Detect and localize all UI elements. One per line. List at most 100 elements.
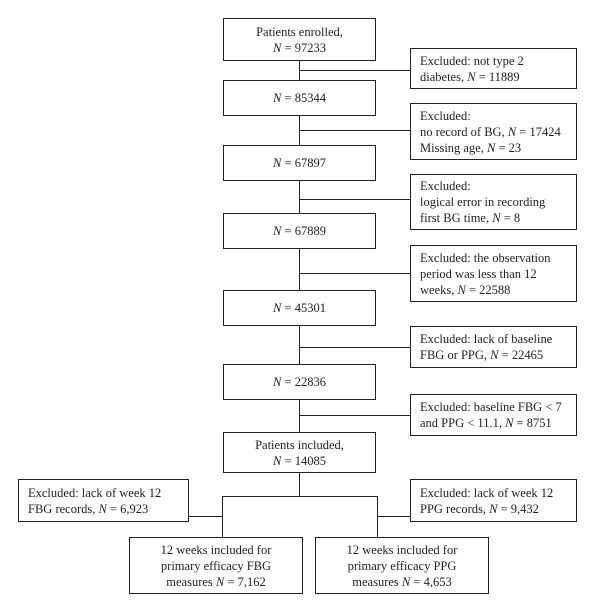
- box-text: = 6,923: [106, 501, 149, 516]
- box-text: = 9,432: [497, 501, 539, 516]
- box-text: = 67897: [281, 156, 326, 170]
- box-text: period was less than 12: [420, 266, 537, 281]
- count-symbol: N: [273, 91, 282, 105]
- box-text: = 14085: [281, 453, 326, 468]
- count-symbol: N: [492, 211, 501, 225]
- box-text: measures: [352, 574, 402, 589]
- box-text: = 8751: [513, 416, 552, 430]
- box-text-line: N = 97233: [273, 40, 326, 56]
- count-symbol: N: [457, 282, 466, 297]
- box-text: 12 weeks included for: [346, 542, 458, 557]
- box-text: FBG or PPG,: [420, 348, 491, 362]
- box-text: Excluded: lack of week 12: [420, 485, 554, 500]
- box-text-line: primary efficacy FBG: [161, 558, 271, 574]
- count-symbol: N: [273, 156, 282, 170]
- box-text-line: Excluded: baseline FBG < 7: [420, 399, 562, 415]
- box-text: = 8: [500, 211, 521, 225]
- box-text-line: N = 45301: [273, 300, 326, 316]
- box-text-line: N = 67897: [273, 155, 326, 171]
- box-text-line: and PPG < 11.1, N = 8751: [420, 415, 552, 431]
- box-text: Excluded: not type 2: [420, 53, 524, 68]
- box-text-line: Excluded:: [420, 178, 471, 194]
- count-symbol: N: [98, 501, 107, 516]
- count-symbol: N: [273, 301, 282, 315]
- box-text-line: Excluded:: [420, 108, 471, 124]
- box-text: = 17424: [516, 124, 561, 139]
- count-symbol: N: [273, 40, 282, 55]
- box-text-line: diabetes, N = 11889: [420, 69, 520, 85]
- box-text-line: PPG records, N = 9,432: [420, 501, 539, 517]
- count-symbol: N: [507, 124, 517, 139]
- box-text-line: logical error in recording: [420, 194, 545, 210]
- box-text: Patients enrolled,: [256, 24, 343, 39]
- count-box: N = 67897: [223, 145, 376, 181]
- count-symbol: N: [487, 140, 496, 155]
- box-text-line: measures N = 7,162: [166, 574, 265, 590]
- box-text: = 85344: [281, 91, 326, 105]
- box-text: primary efficacy PPG: [347, 558, 457, 573]
- box-text: measures: [166, 574, 216, 589]
- box-text-line: measures N = 4,653: [352, 574, 451, 590]
- box-text: Excluded: the observation: [420, 250, 551, 265]
- box-text-line: N = 67889: [273, 223, 326, 239]
- box-text-line: Excluded: not type 2: [420, 53, 524, 69]
- count-symbol: N: [215, 574, 225, 589]
- box-text: = 22836: [281, 375, 326, 389]
- box-text-line: Excluded: lack of week 12: [28, 485, 161, 501]
- box-text-line: Excluded: lack of baseline: [420, 331, 552, 347]
- box-text-line: Patients included,: [255, 437, 344, 453]
- enrolled-box: Patients enrolled,N = 97233: [223, 18, 376, 61]
- box-text: Excluded: baseline FBG < 7: [420, 400, 562, 414]
- box-text: no record of BG,: [420, 124, 508, 139]
- box-text-line: Patients enrolled,: [256, 24, 343, 40]
- box-text-line: no record of BG, N = 17424: [420, 124, 561, 140]
- box-text: logical error in recording: [420, 195, 546, 209]
- box-text: Missing age,: [420, 140, 488, 155]
- box-text: diabetes,: [420, 69, 468, 84]
- box-text: first BG time,: [420, 211, 493, 225]
- count-symbol: N: [273, 224, 282, 238]
- box-text: weeks,: [420, 282, 458, 297]
- box-text: = 22588: [465, 282, 511, 297]
- count-symbol: N: [401, 574, 411, 589]
- box-text-line: primary efficacy PPG: [348, 558, 457, 574]
- box-text: = 11889: [475, 69, 520, 84]
- box-text: Excluded:: [420, 179, 471, 193]
- box-text-line: N = 22836: [273, 374, 326, 390]
- box-text-line: Excluded: the observation: [420, 250, 551, 266]
- box-text: = 7,162: [224, 574, 266, 589]
- box-text: Excluded: lack of baseline: [420, 332, 553, 346]
- count-box: N = 22836: [223, 364, 376, 400]
- box-text-line: 12 weeks included for: [161, 542, 272, 558]
- box-text: and PPG < 11.1,: [420, 416, 506, 430]
- box-text: Patients included,: [255, 437, 344, 452]
- box-text-line: FBG records, N = 6,923: [28, 501, 148, 517]
- box-text: primary efficacy FBG: [160, 558, 272, 573]
- count-symbol: N: [490, 348, 499, 362]
- box-text-line: N = 85344: [273, 90, 326, 106]
- count-box: N = 45301: [223, 290, 376, 326]
- box-text: = 23: [495, 140, 522, 155]
- box-text: = 22465: [498, 348, 544, 362]
- box-text-line: Missing age, N = 23: [420, 140, 521, 156]
- box-text-line: FBG or PPG, N = 22465: [420, 347, 543, 363]
- box-text: Excluded: lack of week 12: [28, 485, 162, 500]
- box-text-line: weeks, N = 22588: [420, 282, 510, 298]
- box-text: = 4,653: [410, 574, 452, 589]
- box-text: = 67889: [281, 224, 326, 238]
- count-symbol: N: [273, 453, 282, 468]
- count-symbol: N: [467, 69, 476, 84]
- box-text: = 97233: [281, 40, 326, 55]
- box-text: = 45301: [281, 301, 326, 315]
- box-text-line: Excluded: lack of week 12: [420, 485, 553, 501]
- box-text-line: first BG time, N = 8: [420, 210, 520, 226]
